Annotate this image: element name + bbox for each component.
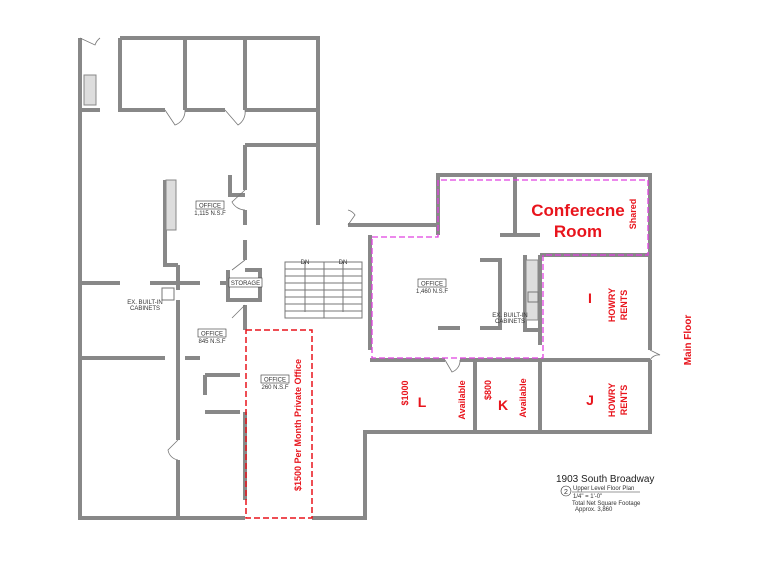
plan-scale: 1/4" = 1'-0" xyxy=(573,494,602,500)
unit-k-price: $800 xyxy=(483,380,493,400)
cabinets-label: CABINETS xyxy=(130,306,160,312)
title-block: 1903 South Broadway 2 Upper Level Floor … xyxy=(556,474,654,513)
footage-value: Approx. 3,860 xyxy=(575,507,613,513)
footage-label: Total Net Square Footage xyxy=(572,501,641,507)
howry-rents-label: RENTS xyxy=(619,385,629,416)
room-labels: OFFICE 1,115 N.S.F OFFICE 845 N.S.F OFFI… xyxy=(127,200,528,391)
conference-room-label: Room xyxy=(554,222,602,241)
office-label: OFFICE xyxy=(201,332,223,338)
unit-i-label: I xyxy=(588,290,592,306)
cabinets-label: CABINETS xyxy=(495,319,525,325)
cabinets-label: EX. BUILT-IN xyxy=(127,300,163,306)
office-label: OFFICE xyxy=(264,378,286,384)
conference-room-label: Conferecne xyxy=(531,201,625,220)
unit-k-label: K xyxy=(498,397,508,413)
private-office-label: $1500 Per Month Private Office xyxy=(293,359,303,491)
main-floor-label: Main Floor xyxy=(683,315,694,366)
annotations: Conferecne Room Shared I HOWRY RENTS J H… xyxy=(293,199,694,491)
sink-icon xyxy=(161,287,175,301)
stair-dn-label: DN xyxy=(339,260,348,266)
shared-label: Shared xyxy=(628,199,638,230)
howry-rents-label: HOWRY xyxy=(607,383,617,417)
walls xyxy=(78,36,652,520)
unit-l-price: $1000 xyxy=(400,380,410,405)
private-office-outline xyxy=(245,329,313,519)
sink-icon xyxy=(527,291,539,303)
available-label: Available xyxy=(518,378,528,417)
plan-name: Upper Level Floor Plan xyxy=(573,486,634,492)
hatched-columns xyxy=(83,74,539,321)
unit-l-label: L xyxy=(418,394,427,410)
stair-dn-label: DN xyxy=(301,260,310,266)
storage-label: STORAGE xyxy=(231,281,260,287)
shared-area-outline xyxy=(371,179,649,359)
howry-rents-label: HOWRY xyxy=(607,288,617,322)
cabinets-label: EX. BUILT-IN xyxy=(492,313,528,319)
doors xyxy=(79,37,661,461)
unit-j-label: J xyxy=(586,392,594,408)
office-area: 1,115 N.S.F xyxy=(194,211,226,217)
office-area: 845 N.S.F xyxy=(198,339,225,345)
office-area: 260 N.S.F xyxy=(261,385,288,391)
office-label: OFFICE xyxy=(199,204,221,210)
drawing-number: 2 xyxy=(564,489,568,496)
howry-rents-label: RENTS xyxy=(619,290,629,321)
available-label: Available xyxy=(457,380,467,419)
office-area: 1,460 N.S.F xyxy=(416,289,448,295)
address-title: 1903 South Broadway xyxy=(556,474,654,485)
office-label: OFFICE xyxy=(421,282,443,288)
